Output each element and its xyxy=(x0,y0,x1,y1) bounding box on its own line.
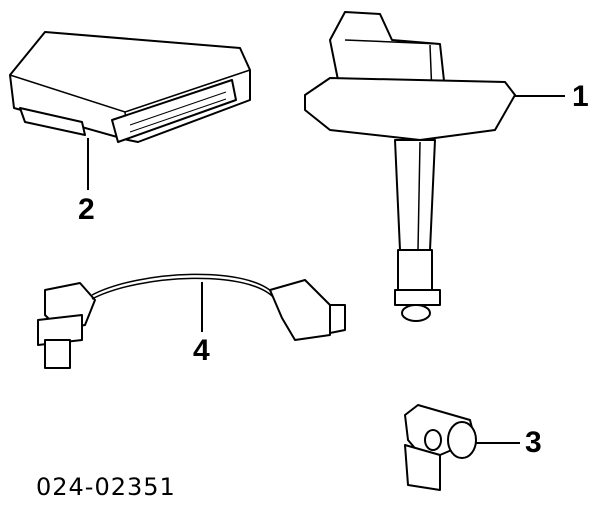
callout-4: 4 xyxy=(193,334,210,367)
control-module-part xyxy=(9,31,251,190)
callout-1: 1 xyxy=(572,80,589,113)
cable-sensor-part xyxy=(37,273,346,369)
ignition-coil-part xyxy=(304,11,565,322)
position-sensor-part xyxy=(404,404,520,491)
reference-number: 024-02351 xyxy=(36,473,176,501)
callout-2: 2 xyxy=(78,193,95,226)
callout-3: 3 xyxy=(525,426,542,459)
